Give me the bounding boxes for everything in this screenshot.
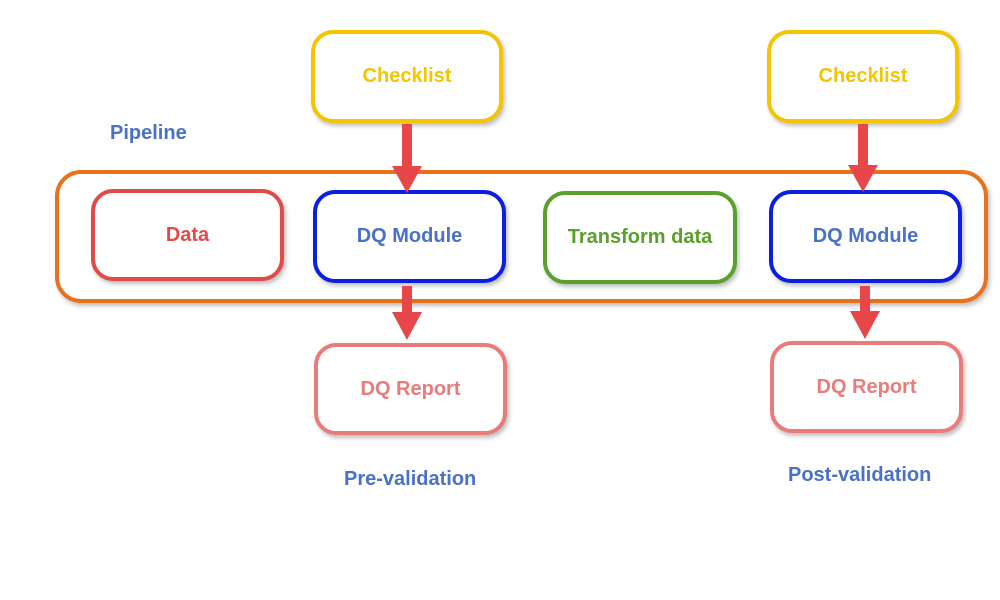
pipeline-label: Pipeline [110,122,187,144]
arrow-dq-module-to-report-left [392,286,422,340]
dq-module-box-left: DQ Module [313,190,506,283]
checklist-box-left: Checklist [311,30,503,123]
pre-validation-label: Pre-validation [344,468,477,490]
arrow-dq-module-to-report-right [850,286,880,339]
dq-report-box-left: DQ Report [314,343,507,435]
arrow-checklist-to-dq-module-left [392,124,422,193]
data-box: Data [91,189,284,281]
checklist-box-right: Checklist [767,30,959,123]
pipeline-container [55,170,988,303]
dq-report-box-right: DQ Report [770,341,963,433]
arrow-checklist-to-dq-module-right [848,124,878,192]
transform-data-box: Transform data [543,191,737,284]
dq-module-box-right: DQ Module [769,190,962,283]
post-validation-label: Post-validation [788,464,932,486]
